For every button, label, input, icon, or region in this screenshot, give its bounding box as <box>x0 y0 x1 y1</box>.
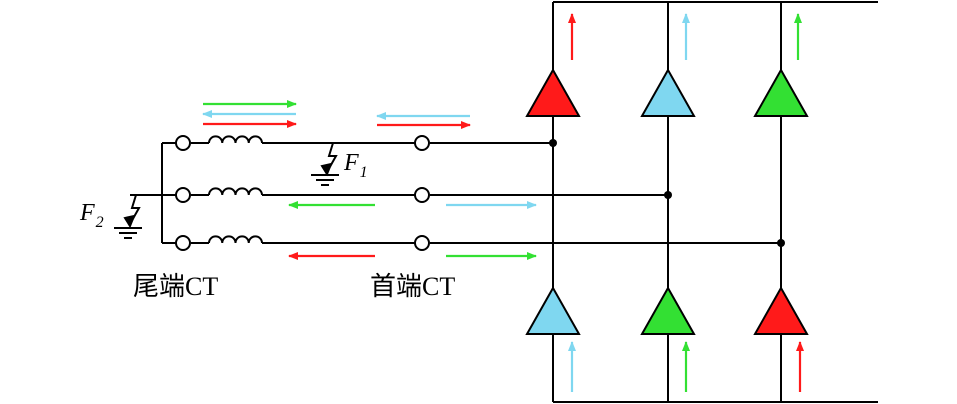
lightning-arrow-icon <box>123 214 136 229</box>
tail-ct-label: 尾端CT <box>133 272 218 301</box>
head-terminal-c <box>414 235 430 251</box>
lower-valve-3 <box>753 285 809 335</box>
fault-f2-symbol <box>114 194 142 239</box>
tail-terminal-b <box>175 187 191 203</box>
tail-terminal-c <box>175 235 191 251</box>
tail-terminal-a <box>175 135 191 151</box>
phase-lines <box>130 142 781 244</box>
head-terminal-b <box>414 187 430 203</box>
winding-b <box>208 187 263 196</box>
fault-f2-label: F2 <box>79 200 104 231</box>
windings <box>208 135 263 244</box>
valves <box>525 67 809 335</box>
head-terminal-a <box>414 135 430 151</box>
head-ct-label: 首端CT <box>370 272 455 301</box>
lower-valve-1 <box>525 285 581 335</box>
upper-valve-1 <box>525 67 581 117</box>
junction-c <box>777 239 785 247</box>
fault-f1-label: F1 <box>343 150 368 181</box>
junction-dots <box>549 139 785 247</box>
junction-a <box>549 139 557 147</box>
upper-valve-3 <box>753 67 809 117</box>
lightning-arrow-icon <box>320 162 333 177</box>
lower-valve-2 <box>640 285 696 335</box>
winding-c <box>208 235 263 244</box>
bridge-wiring <box>552 1 878 403</box>
current-arrows <box>202 13 804 392</box>
fault-f1-symbol <box>311 142 339 186</box>
ct-terminals <box>175 135 430 251</box>
upper-valve-2 <box>640 67 696 117</box>
winding-a <box>208 135 263 144</box>
junction-b <box>664 191 672 199</box>
